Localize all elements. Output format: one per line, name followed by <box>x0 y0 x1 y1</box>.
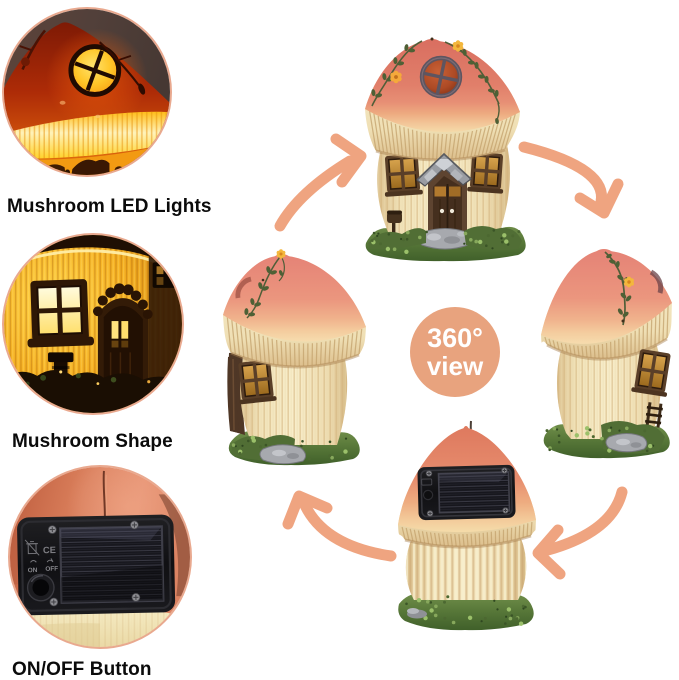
door-arch-stones <box>416 152 472 187</box>
house-window <box>631 349 671 397</box>
mushroom-back-art <box>398 420 536 631</box>
product-view-right <box>539 245 675 460</box>
solar-panel-closeup: CE ON OFF <box>17 514 176 616</box>
product-view-back <box>395 420 537 632</box>
flower-icon <box>276 249 286 259</box>
left-vines <box>244 256 285 319</box>
house-window <box>467 152 504 194</box>
off-label: OFF <box>45 566 58 573</box>
screw-icon <box>426 510 434 517</box>
feature-label-led-lights: Mushroom LED Lights <box>7 196 212 217</box>
right-cap-window-edge <box>649 269 664 294</box>
flower-icon <box>390 70 402 84</box>
mushroom-head <box>541 249 672 361</box>
feature-label-on-off-button: ON/OFF Button <box>12 659 152 680</box>
screw-icon <box>131 593 141 602</box>
left-door-edge <box>227 355 239 433</box>
ce-mark: CE <box>43 545 56 555</box>
power-button <box>26 573 55 602</box>
screw-icon <box>130 520 139 530</box>
mushroom-shape-photo-art <box>4 235 182 413</box>
vine-silhouettes <box>19 29 146 95</box>
arrow-bottom-right-icon <box>532 486 628 580</box>
mushroom-left-art <box>223 249 366 466</box>
on-off-button-photo-art: CE ON OFF <box>10 467 190 647</box>
cap-seam-wire <box>102 470 108 518</box>
arrow-top-right-icon <box>518 141 624 219</box>
arrow-bottom-left-icon <box>282 490 397 562</box>
lit-window <box>27 279 95 348</box>
badge-360-view: 360° view <box>410 307 500 397</box>
flower-icon <box>624 276 634 288</box>
arrow-top-left-icon <box>274 133 367 232</box>
mushroom-right-art <box>541 249 672 459</box>
badge-view-text: view <box>426 350 484 381</box>
front-mailbox <box>387 210 402 234</box>
feature-photo-mushroom-shape <box>2 233 184 415</box>
screw-icon <box>501 467 508 474</box>
front-grass-front <box>368 225 522 254</box>
led-lights-photo-art <box>4 9 170 175</box>
back-solar-panel <box>417 464 516 521</box>
back-grass <box>398 591 534 631</box>
trash-crossed-icon <box>24 539 40 556</box>
badge-degrees-text: 360° <box>427 323 483 354</box>
front-door <box>416 152 472 235</box>
back-stem <box>405 532 527 600</box>
right-stem <box>556 343 662 439</box>
on-label: ON <box>28 567 38 574</box>
right-ladder <box>645 402 663 428</box>
mushroom-head <box>223 254 366 369</box>
product-view-left <box>221 249 367 469</box>
flower-icon <box>452 40 464 52</box>
cap-round-window <box>419 55 463 99</box>
screw-icon <box>502 507 509 514</box>
feature-label-mushroom-shape: Mushroom Shape <box>12 431 173 452</box>
screw-icon <box>47 525 57 534</box>
back-grass-front <box>405 595 527 626</box>
feature-photo-on-off-button: CE ON OFF <box>8 465 192 649</box>
house-window <box>384 154 423 197</box>
glow-rim-band <box>4 111 170 159</box>
on-off-markings: ON OFF <box>28 558 58 574</box>
right-grass-front <box>545 421 665 454</box>
feature-photo-led-lights <box>2 7 172 177</box>
screw-icon <box>49 597 59 607</box>
left-cap-window-edge <box>235 276 252 299</box>
screw-icon <box>425 470 433 477</box>
product-view-front <box>362 33 528 263</box>
right-shadow-region <box>148 244 182 382</box>
left-grass-front <box>231 435 348 465</box>
house-window <box>238 359 277 405</box>
cap-window-lit <box>68 44 122 97</box>
mushroom-front-art <box>365 37 526 262</box>
